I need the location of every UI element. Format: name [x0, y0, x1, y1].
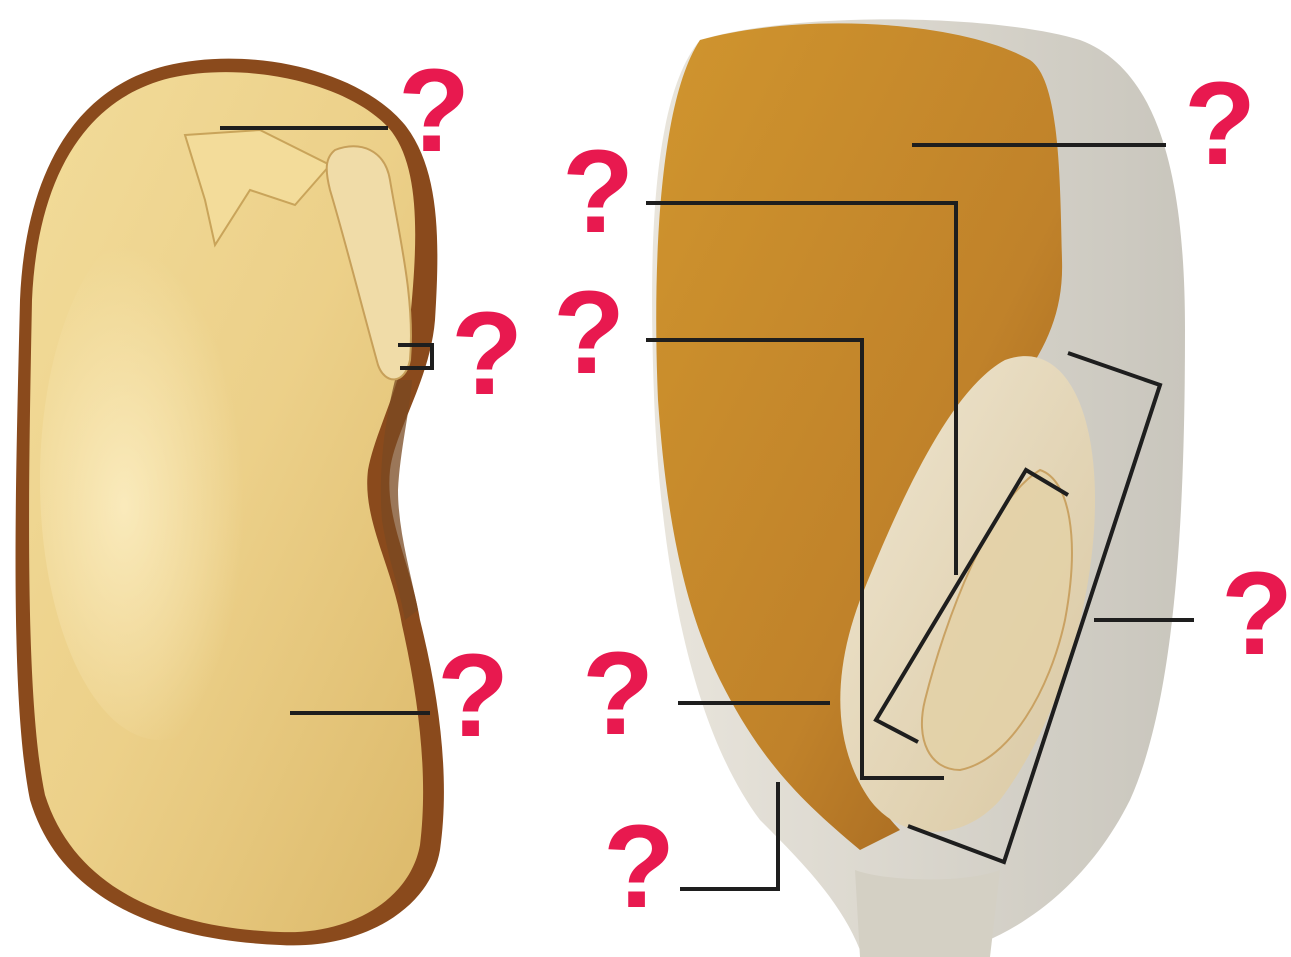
bean-seed: [16, 59, 444, 946]
question-mark-corn-radicle[interactable]: ?: [553, 274, 625, 392]
corn-stalk: [855, 870, 1000, 957]
bean-shine: [40, 220, 280, 740]
corn-kernel: [652, 19, 1185, 957]
question-mark-corn-endosperm[interactable]: ?: [1184, 65, 1256, 183]
question-mark-corn-cotyledon[interactable]: ?: [1221, 555, 1291, 673]
question-mark-corn-base[interactable]: ?: [603, 808, 675, 926]
question-mark-bean-seed-coat[interactable]: ?: [398, 52, 470, 170]
question-mark-bean-cotyledon[interactable]: ?: [437, 637, 509, 755]
question-mark-corn-seed-coat[interactable]: ?: [582, 635, 654, 753]
question-mark-bean-embryo[interactable]: ?: [451, 295, 523, 413]
question-mark-corn-plumule[interactable]: ?: [562, 133, 634, 251]
